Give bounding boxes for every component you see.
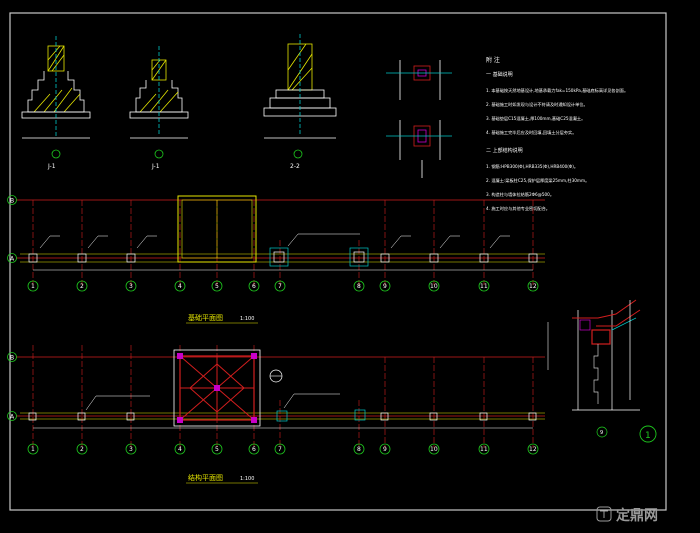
axis-number: 7 [278, 446, 282, 453]
foundation-plan-scale: 1:100 [240, 316, 254, 322]
notes-item: 3. 构造柱与墙体拉结筋2Φ6@500。 [486, 191, 554, 198]
detail-index-bubble [639, 425, 657, 443]
section-detail-3 [263, 34, 337, 159]
axis-number: 9 [383, 446, 387, 453]
axis-number: 7 [278, 283, 282, 290]
notes-title: 附 注 [486, 56, 500, 64]
section-detail-2 [129, 46, 189, 159]
axis-number: 4 [178, 283, 182, 290]
foundation-plan-title: 基础平面图 [188, 313, 223, 322]
axis-number: 11 [480, 283, 488, 290]
svg-text:B: B [10, 198, 14, 205]
axis-number: 5 [215, 446, 219, 453]
axis-number: 1 [31, 283, 35, 290]
structure-plan [16, 345, 545, 448]
axis-number: 2 [80, 446, 84, 453]
svg-text:A: A [10, 256, 15, 263]
axis-number: 2 [80, 283, 84, 290]
axis-bubble-row-2: B A [7, 352, 17, 421]
axis-number: 6 [252, 446, 256, 453]
notes-block: 附 注 一 基础说明 1. 本基础按天然地基设计,地基承载力fak=150kPa… [486, 56, 628, 212]
section-detail-1 [21, 36, 91, 159]
notes-item: 2. 基础施工时如发现与设计不符请及时通知设计单位。 [486, 101, 588, 108]
axis-number: 3 [129, 283, 133, 290]
axis-number: 9 [383, 283, 387, 290]
section-1-label: J-1 [47, 163, 56, 170]
eave-detail [547, 299, 641, 438]
axis-number: 8 [357, 446, 361, 453]
axis-number: 1 [31, 446, 35, 453]
notes-item: 3. 基础垫层C15混凝土,厚100mm,基础C25混凝土。 [486, 115, 585, 122]
svg-text:B: B [10, 355, 14, 362]
notes-heading-1: 一 基础说明 [486, 71, 513, 78]
notes-item: 2. 混凝土:梁板柱C25,保护层厚度梁25mm,柱30mm。 [486, 177, 589, 184]
structure-plan-scale: 1:100 [240, 476, 254, 482]
section-3-label: 2-2 [290, 163, 300, 170]
notes-item: 1. 钢筋:HPB300(Φ),HRB335(Φ),HRB400(Φ)。 [486, 163, 578, 170]
axis-number: 11 [480, 446, 488, 453]
axis-number: 10 [430, 446, 438, 453]
axis-number: 4 [178, 446, 182, 453]
axis-number: 12 [529, 446, 537, 453]
watermark-logo [596, 506, 612, 522]
notes-item: 4. 施工时应与其他专业密切配合。 [486, 205, 550, 212]
foundation-plan [16, 195, 545, 285]
section-2-label: J-1 [151, 163, 160, 170]
axis-bubbles-structure: 1 2 3 4 5 6 7 8 9 10 11 12 [27, 443, 539, 455]
axis-number: 12 [529, 283, 537, 290]
drawing-frame [9, 12, 667, 511]
axis-number: 10 [430, 283, 438, 290]
column-detail [386, 60, 452, 178]
notes-heading-2: 二 上部结构说明 [486, 147, 523, 154]
detail-index-number: 1 [645, 431, 651, 441]
axis-number: 5 [215, 283, 219, 290]
eave-detail-label: 9 [600, 430, 603, 436]
svg-text:A: A [10, 414, 15, 421]
structure-plan-title: 结构平面图 [188, 473, 223, 482]
notes-item: 1. 本基础按天然地基设计,地基承载力fak=150kPa,基础底标高详见各剖面… [486, 87, 628, 94]
axis-number: 3 [129, 446, 133, 453]
axis-bubbles-foundation: 1 2 3 4 5 6 7 8 9 10 11 12 [27, 280, 539, 292]
axis-number: 6 [252, 283, 256, 290]
axis-number: 8 [357, 283, 361, 290]
axis-bubble-row: B A [7, 195, 17, 263]
watermark-text: 定鼎网 [616, 507, 658, 524]
notes-item: 4. 基础施工完毕后应及时回填,回填土分层夯实。 [486, 129, 576, 136]
